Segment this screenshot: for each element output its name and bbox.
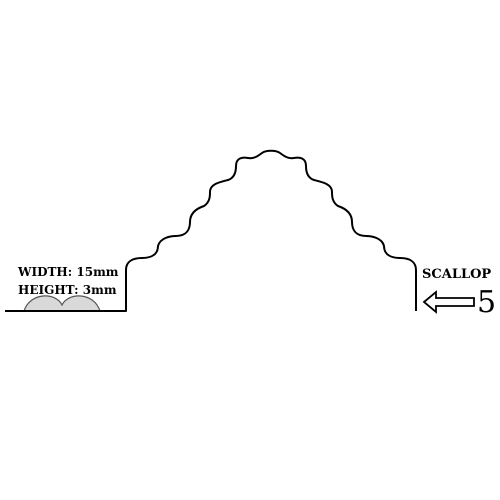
- scallop-outline: [5, 149, 417, 312]
- left-arrow-icon: [422, 290, 475, 314]
- pattern-number: 5: [477, 285, 496, 320]
- pattern-name: SCALLOP: [422, 267, 491, 282]
- scallop-sample-shape: [23, 295, 101, 312]
- width-label: WIDTH: 15mm: [17, 265, 119, 279]
- height-label: HEIGHT: 3mm: [18, 283, 117, 297]
